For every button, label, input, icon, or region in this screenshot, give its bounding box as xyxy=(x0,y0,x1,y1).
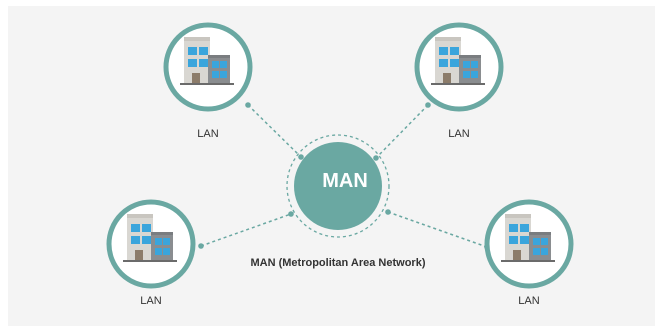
man-label: MAN xyxy=(322,170,368,192)
lan-node-top-right xyxy=(414,22,504,112)
man-dashed-ring xyxy=(286,134,390,238)
connector-top-left xyxy=(247,104,302,158)
connector-bottom-left xyxy=(200,213,292,247)
connector-dot xyxy=(198,243,204,249)
diagram-canvas: MAN LAN LAN LAN LAN MAN (Metropolitan Ar… xyxy=(8,6,655,326)
connector-dot xyxy=(288,211,294,217)
network-diagram xyxy=(106,22,574,289)
lan-label-bottom-left: LAN xyxy=(140,295,162,307)
man-node xyxy=(294,142,382,230)
lan-label-bottom-right: LAN xyxy=(518,295,540,307)
connector-dot xyxy=(425,102,431,108)
connector-dot xyxy=(245,102,251,108)
lan-label-top-left: LAN xyxy=(197,128,219,140)
connector-top-right xyxy=(375,104,429,159)
connector-dot xyxy=(373,155,379,161)
lan-node-bottom-right xyxy=(484,199,574,289)
diagram-caption: MAN (Metropolitan Area Network) xyxy=(250,257,426,269)
connector-dot xyxy=(298,154,304,160)
connector-bottom-right xyxy=(387,211,488,248)
connector-dot xyxy=(385,209,391,215)
lan-node-top-left xyxy=(163,22,253,112)
lan-node-bottom-left xyxy=(106,199,196,289)
lan-label-top-right: LAN xyxy=(448,128,470,140)
